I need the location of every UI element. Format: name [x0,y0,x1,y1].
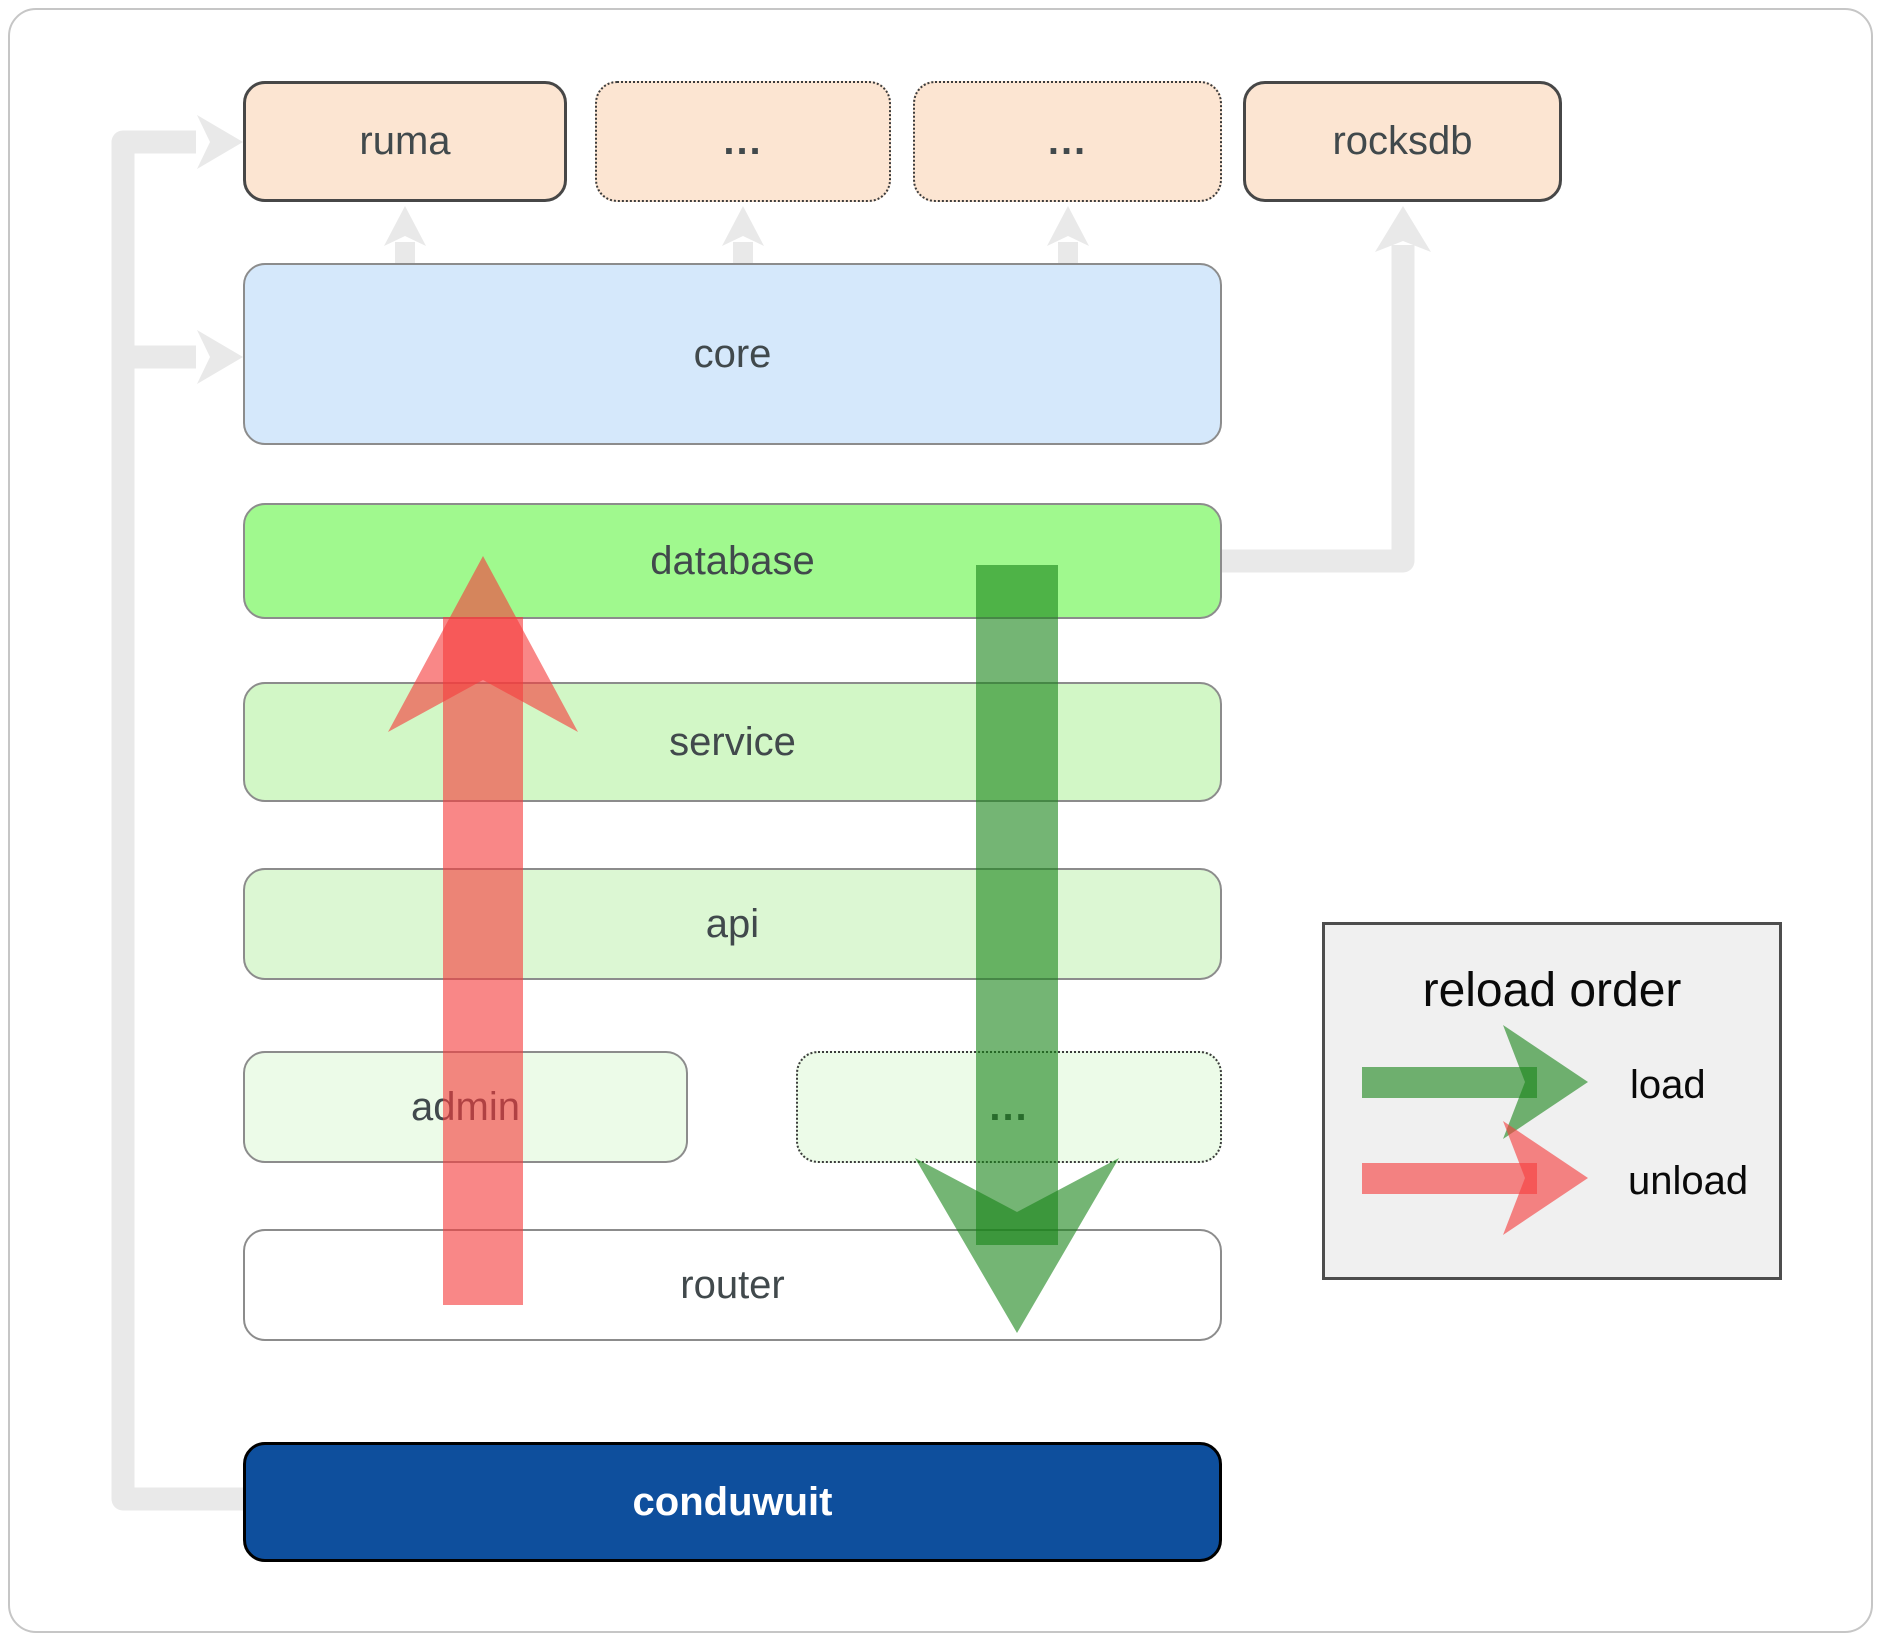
box-core-label: core [693,331,772,376]
box-core: core [243,263,1222,445]
box-top-dots-1-label: ... [723,119,763,163]
box-database-label: database [650,538,815,583]
box-ruma: ruma [243,81,567,202]
legend-title: reload order [1422,964,1682,1017]
box-admin-dots: ... [796,1051,1222,1163]
box-api-label: api [705,901,760,946]
box-router: router [243,1229,1222,1341]
box-top-dots-1: ... [595,81,891,202]
box-service-label: service [669,719,796,764]
box-rocksdb: rocksdb [1243,81,1562,202]
box-api: api [243,868,1222,980]
box-database: database [243,503,1222,619]
box-admin-dots-label: ... [989,1084,1029,1129]
box-top-dots-2: ... [913,81,1222,202]
box-admin-label: admin [411,1084,520,1129]
box-conduwuit: conduwuit [243,1442,1222,1562]
box-admin: admin [243,1051,688,1163]
box-top-dots-2-label: ... [1047,119,1088,163]
box-ruma-label: ruma [359,119,451,163]
box-conduwuit-label: conduwuit [632,1479,833,1524]
outer-frame [8,8,1873,1633]
legend-unload-label: unload [1628,1159,1749,1203]
legend-panel: reload order load unload [1322,922,1782,1280]
box-rocksdb-label: rocksdb [1332,119,1473,163]
box-router-label: router [680,1262,785,1307]
legend-load-label: load [1630,1063,1706,1107]
box-service: service [243,682,1222,802]
